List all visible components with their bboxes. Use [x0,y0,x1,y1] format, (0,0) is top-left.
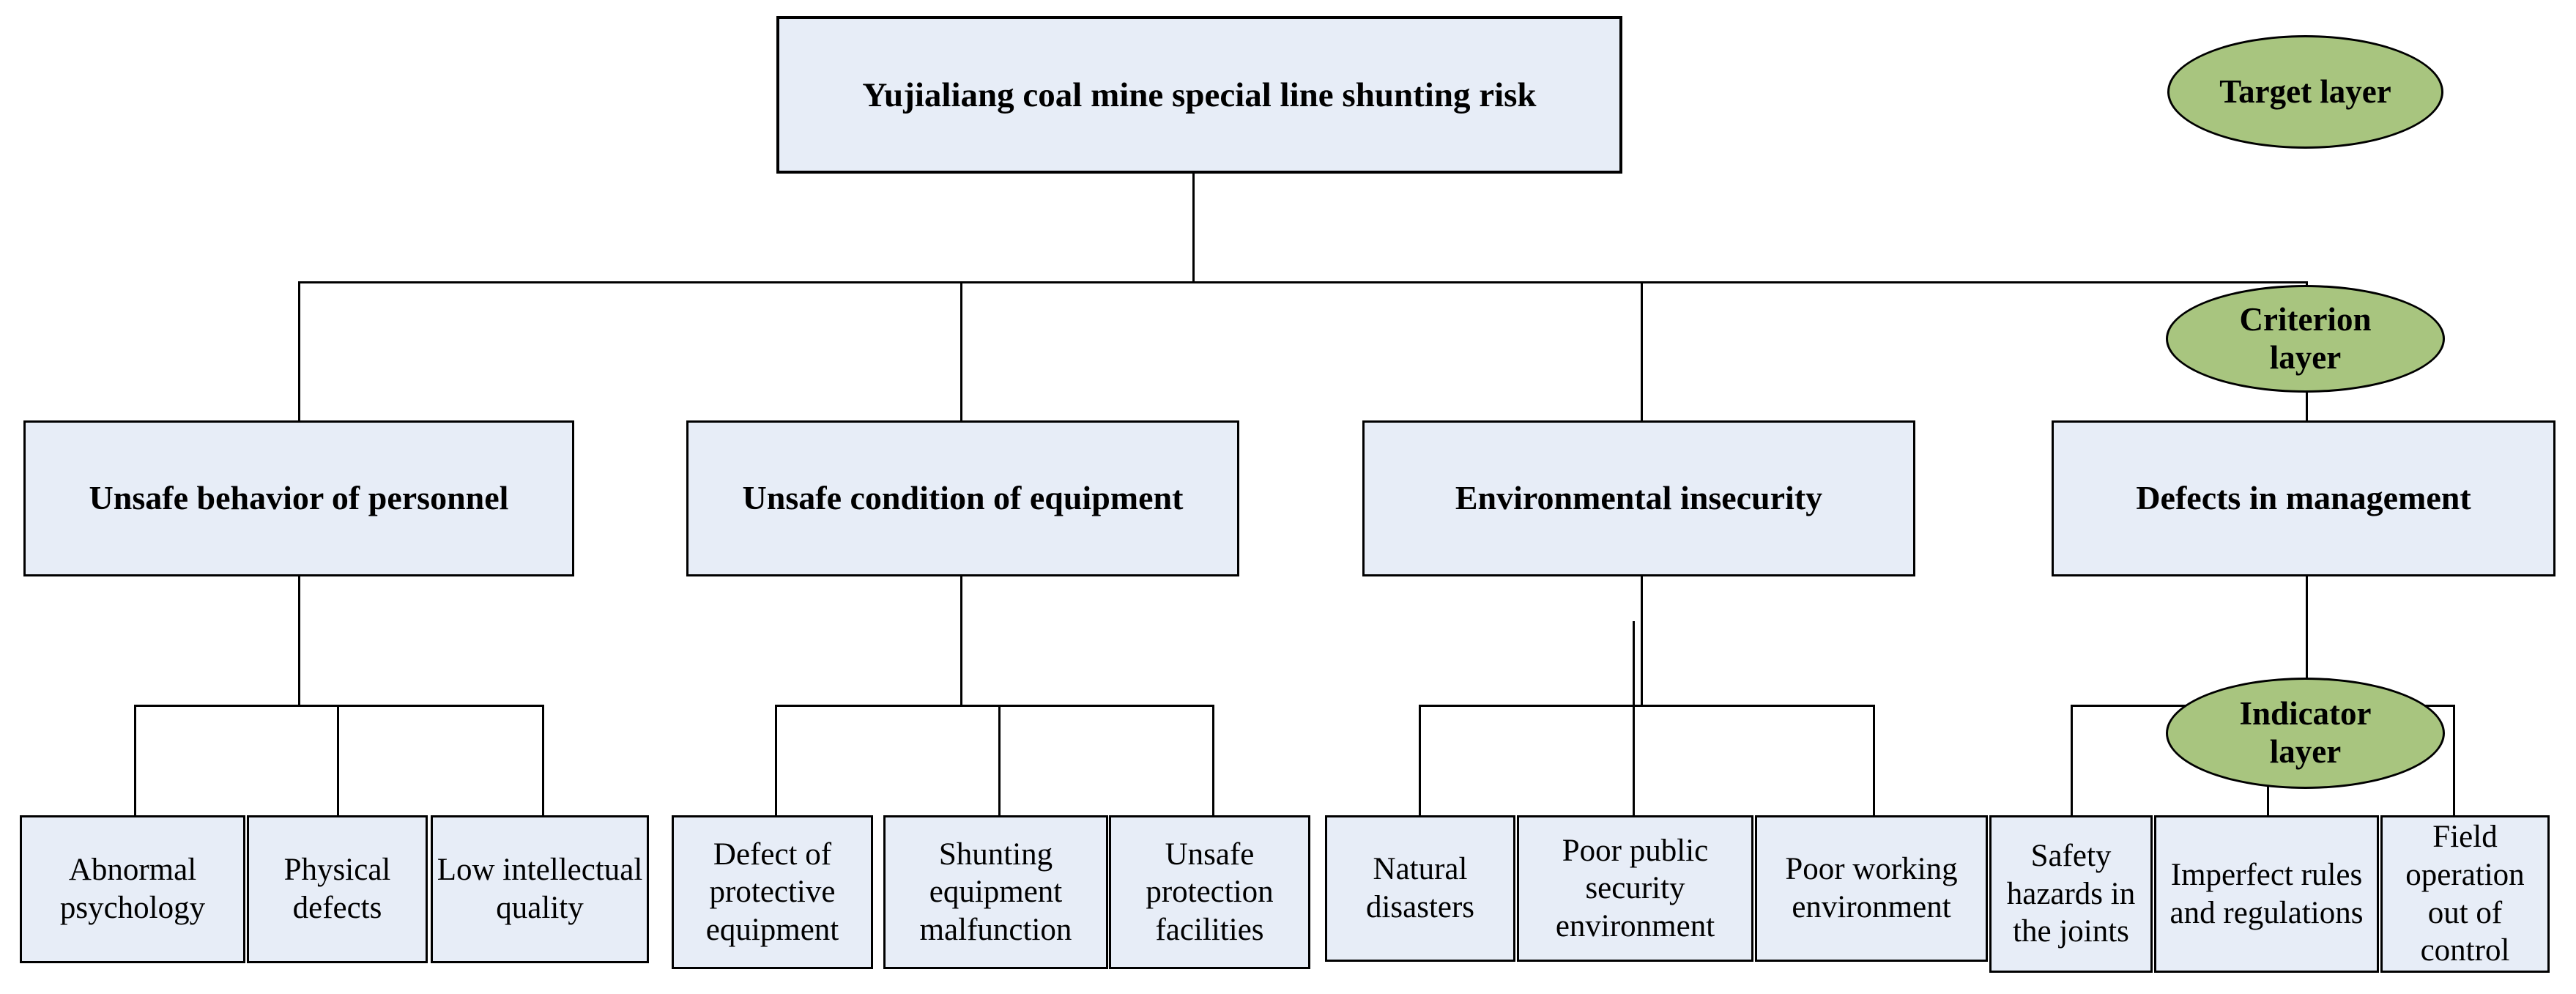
indicator-node-label: Poor public security environment [1555,833,1715,943]
indicator-node-shunting-equipment-malfunction: Shunting equipment malfunction [883,815,1108,969]
connector-line [960,281,962,422]
indicator-node-abnormal-psychology: Abnormal psychology [20,815,245,963]
connector-line [2306,576,2308,707]
connector-line [1419,705,1874,707]
connector-line [1419,705,1421,817]
connector-line [1641,576,1643,707]
connector-line [1641,281,1643,422]
indicator-node-natural-disasters: Natural disasters [1325,815,1515,962]
connector-line [775,705,777,817]
connector-line [298,281,2308,283]
criterion-node-label: Unsafe behavior of personnel [89,479,509,517]
criterion-node-defects-management: Defects in management [2052,420,2555,576]
connector-line [134,705,136,817]
criterion-node-label: Environmental insecurity [1455,479,1823,517]
target-layer-label: Target layer [2219,73,2391,110]
connector-line [960,576,962,707]
indicator-node-label: Defect of protective equipment [705,837,839,947]
root-node-label: Yujialiang coal mine special line shunti… [862,75,1537,114]
indicator-node-label: Poor working environment [1785,852,1958,924]
criterion-node-unsafe-behavior: Unsafe behavior of personnel [23,420,574,576]
indicator-layer-label: Indicator layer [2239,695,2372,770]
indicator-node-low-intellectual-quality: Low intellectual quality [431,815,649,963]
indicator-node-label: Field operation out of control [2405,820,2525,968]
target-layer-ellipse: Target layer [2167,35,2443,149]
indicator-node-physical-defects: Physical defects [247,815,428,963]
indicator-node-label: Safety hazards in the joints [2006,839,2136,949]
connector-line [1212,705,1214,817]
indicator-node-unsafe-protection-facilities: Unsafe protection facilities [1109,815,1310,969]
connector-line [134,705,544,707]
connector-line [2453,705,2455,817]
criterion-node-unsafe-condition: Unsafe condition of equipment [686,420,1239,576]
connector-line [2071,705,2073,817]
root-node: Yujialiang coal mine special line shunti… [776,16,1622,174]
indicator-node-label: Shunting equipment malfunction [919,837,1072,947]
indicator-node-poor-public-security: Poor public security environment [1517,815,1753,962]
connector-line [337,705,339,817]
indicator-node-poor-working-environment: Poor working environment [1755,815,1988,962]
indicator-node-imperfect-rules: Imperfect rules and regulations [2154,815,2379,973]
connector-line [998,705,1001,817]
criterion-node-environmental-insecurity: Environmental insecurity [1362,420,1915,576]
criterion-node-label: Unsafe condition of equipment [742,479,1184,517]
connector-line [1633,621,1635,817]
connector-line [775,705,1214,707]
connector-line [1192,173,1195,283]
connector-line [542,705,544,817]
criterion-layer-label: Criterion layer [2239,300,2372,376]
indicator-node-defect-protective-equipment: Defect of protective equipment [672,815,873,969]
connector-line [1873,705,1875,817]
indicator-node-label: Physical defects [283,853,391,925]
indicator-node-field-operation-control: Field operation out of control [2380,815,2550,973]
connector-line [298,281,300,422]
criterion-layer-ellipse: Criterion layer [2166,285,2445,393]
criterion-node-label: Defects in management [2136,479,2471,517]
indicator-node-label: Low intellectual quality [437,853,643,925]
indicator-node-label: Abnormal psychology [59,853,206,925]
indicator-node-label: Natural disasters [1365,852,1475,924]
indicator-node-safety-hazards-joints: Safety hazards in the joints [1989,815,2153,973]
indicator-node-label: Imperfect rules and regulations [2169,857,2364,930]
indicator-layer-ellipse: Indicator layer [2166,678,2445,789]
connector-line [298,576,300,707]
indicator-node-label: Unsafe protection facilities [1146,837,1274,947]
